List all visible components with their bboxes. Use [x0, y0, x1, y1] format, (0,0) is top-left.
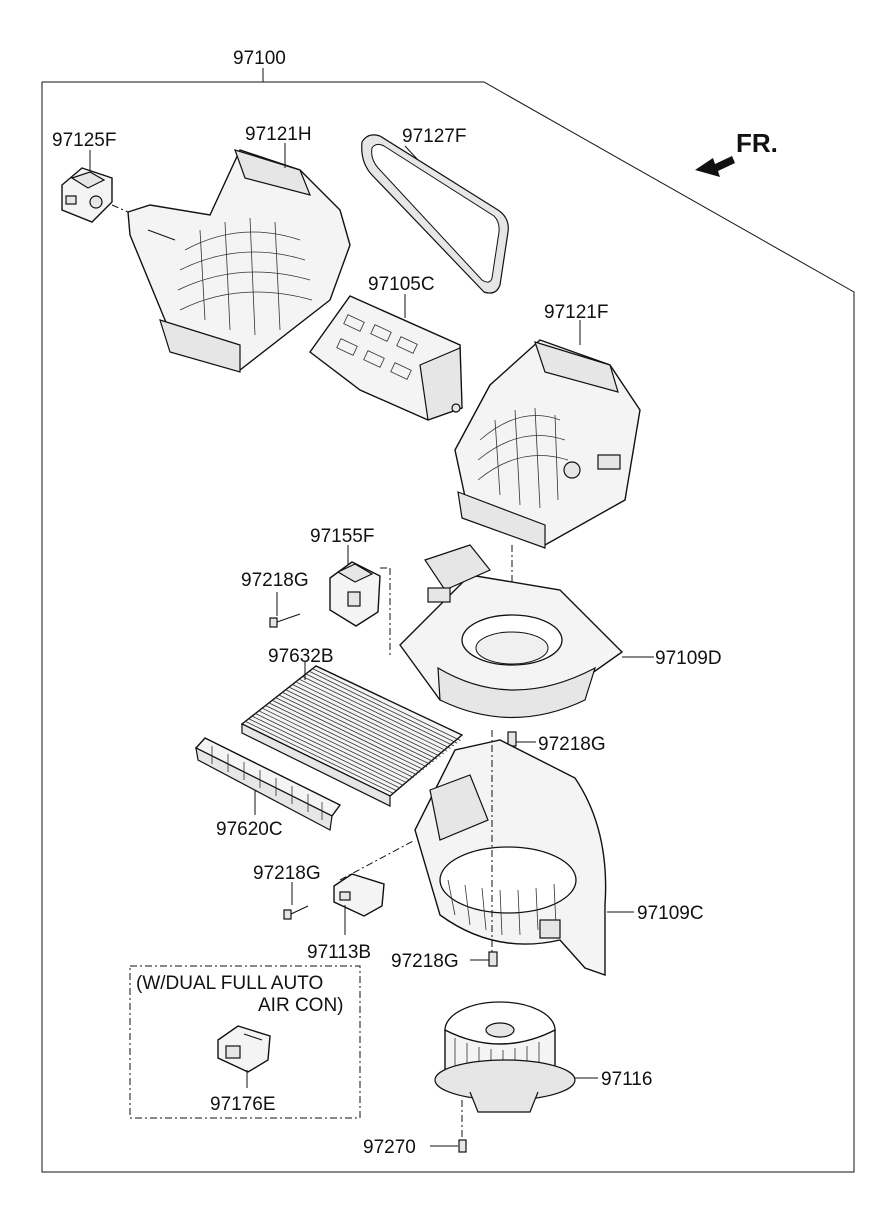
front-direction-arrow-icon — [695, 156, 735, 177]
blower-motor-label: 97116 — [601, 1069, 652, 1090]
filter-pleat-line — [305, 673, 455, 747]
optional-module-group — [129, 965, 361, 1119]
filter-pleat-line — [282, 692, 431, 765]
screw-upper-left-label: 97218G — [241, 570, 309, 591]
filter-pleat-line — [278, 694, 428, 768]
filter-pleat-line — [275, 697, 424, 770]
intake-cover-label: 97109D — [655, 648, 722, 669]
front-direction-label: FR. — [736, 128, 778, 158]
resistor-lower-label: 97113B — [307, 942, 371, 963]
case-upper-left-label: 97121H — [245, 124, 312, 145]
option-note-line1: (W/DUAL FULL AUTO — [136, 973, 323, 994]
screw-lower-left-label: 97218G — [253, 863, 321, 884]
seal-gasket-label: 97127F — [402, 126, 466, 147]
intake-cover-part — [399, 544, 624, 718]
filter-pleat-line — [288, 686, 438, 760]
filter-pleat-line — [265, 705, 414, 778]
filter-pleat-line — [295, 681, 444, 755]
resistor-upper-label: 97155F — [310, 526, 374, 547]
case-upper-left-part — [127, 149, 351, 373]
filter-pleat-line — [248, 718, 397, 792]
actuator-part — [61, 167, 113, 223]
scroll-case-part — [414, 730, 607, 976]
blower-motor-part — [434, 1001, 576, 1113]
screw-lower-center-part — [488, 951, 498, 967]
air-filter-label: 97632B — [268, 646, 334, 667]
actuator-label: 97125F — [52, 130, 116, 151]
screw-lower-center-label: 97218G — [391, 951, 459, 972]
filter-pleat-line — [258, 710, 407, 784]
screw-lower-left-part — [283, 905, 309, 920]
filter-pleat-line — [262, 707, 411, 781]
screw-upper-left-part — [269, 613, 301, 628]
filter-pleat-line — [272, 699, 421, 773]
filter-pleat-line — [255, 713, 404, 786]
door-plate-label: 97105C — [368, 274, 435, 295]
motor-screw-label: 97270 — [363, 1137, 416, 1158]
filter-pleat-line — [312, 668, 461, 741]
assembly-number-label: 97100 — [233, 48, 286, 69]
scroll-case-label: 97109C — [637, 903, 704, 924]
case-upper-right-part — [454, 339, 641, 549]
filter-pleat-line — [299, 678, 448, 752]
motor-screw-part — [458, 1100, 467, 1153]
filter-pleat-line — [251, 715, 401, 789]
filter-pleat-line — [245, 721, 394, 794]
filter-pleat-line — [292, 684, 441, 757]
seal-gasket-part — [361, 134, 509, 294]
filter-frame-label: 97620C — [216, 819, 283, 840]
filter-frame-part — [194, 737, 342, 831]
screw-center-label: 97218G — [538, 734, 606, 755]
resistor-upper-part — [329, 561, 381, 627]
case-upper-right-label: 97121F — [544, 302, 608, 323]
filter-pleat-line — [268, 702, 418, 776]
filter-pleat-line — [285, 689, 434, 763]
air-filter-part — [240, 665, 464, 807]
optional-module-label: 97176E — [210, 1094, 276, 1115]
optional-module-part — [217, 1025, 271, 1073]
filter-pleat-line — [309, 670, 458, 744]
option-note-line2: AIR CON) — [258, 995, 344, 1016]
door-plate-part — [309, 295, 463, 421]
resistor-lower-part — [333, 873, 385, 917]
filter-pleat-line — [302, 676, 451, 749]
assembly-boundary — [41, 68, 855, 1173]
